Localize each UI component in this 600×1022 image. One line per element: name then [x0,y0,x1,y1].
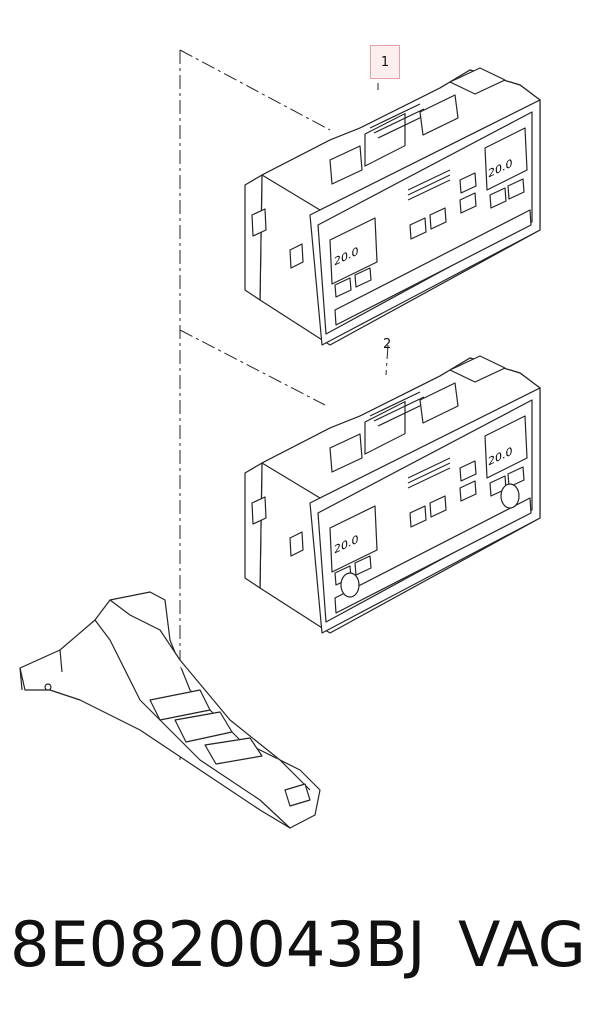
callout-2: 2 [383,337,392,352]
climate-control-panel-1 [244,67,541,346]
brand-name: VAG [458,908,586,981]
center-console [19,591,321,829]
exploded-parts-diagram [19,49,541,829]
climate-control-panel-2 [244,355,541,634]
part-number: 8E0820043BJ [10,908,426,981]
callout-1: 1 [370,45,400,79]
